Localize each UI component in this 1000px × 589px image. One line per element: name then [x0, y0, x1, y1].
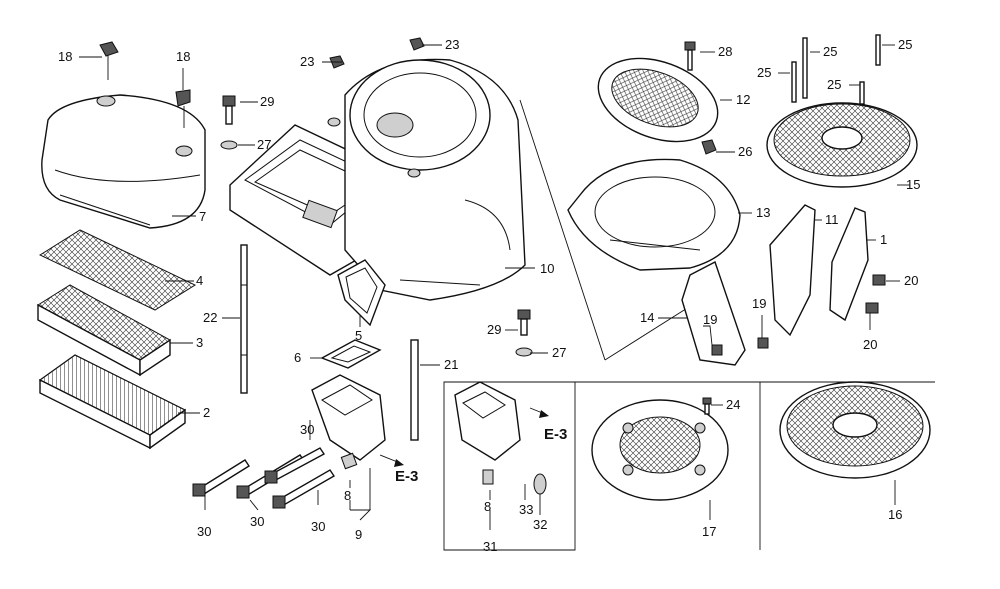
label-part-6: 6	[294, 350, 302, 365]
screw-24	[702, 397, 712, 415]
label-part-5: 5	[355, 328, 363, 343]
bolt-20	[865, 274, 886, 314]
gasket-5	[337, 259, 386, 327]
e3-arrows	[379, 407, 549, 467]
filter-element-2	[38, 354, 187, 450]
label-part-27: 27	[257, 137, 272, 152]
screw-19	[711, 337, 769, 356]
label-part-14: 14	[640, 310, 655, 325]
label-part-30: 30	[197, 524, 212, 539]
label-part-22: 22	[203, 310, 218, 325]
label-e3: E-3	[544, 426, 568, 443]
label-part-3: 3	[196, 335, 204, 350]
cover-11	[769, 204, 816, 337]
label-part-27: 27	[552, 345, 567, 360]
bracket-14	[681, 261, 746, 366]
carburetor-left	[311, 374, 386, 470]
label-part-18: 18	[58, 49, 73, 64]
label-part-29: 29	[487, 322, 502, 337]
label-part-10: 10	[540, 261, 555, 276]
label-part-2: 2	[203, 405, 211, 420]
screw-18	[99, 41, 191, 128]
label-part-33: 33	[519, 502, 534, 517]
nut-26	[701, 139, 717, 155]
screws-25	[791, 34, 881, 105]
bolt-28	[684, 41, 696, 71]
label-e3: E-3	[395, 468, 419, 485]
bolt-29-top	[220, 95, 238, 150]
label-part-13: 13	[756, 205, 771, 220]
label-part-21: 21	[444, 357, 459, 372]
label-part-25: 25	[898, 37, 913, 52]
label-part-30: 30	[300, 422, 315, 437]
stud-21	[410, 339, 419, 441]
section-dividers	[443, 99, 935, 551]
label-part-23: 23	[300, 54, 315, 69]
label-part-19: 19	[752, 296, 767, 311]
cover-1	[829, 207, 869, 322]
label-part-26: 26	[738, 144, 753, 159]
label-part-25: 25	[827, 77, 842, 92]
shroud-13	[567, 158, 741, 271]
plate-17	[591, 399, 729, 501]
label-part-9: 9	[355, 527, 363, 542]
label-part-25: 25	[757, 65, 772, 80]
carburetor-right	[454, 381, 547, 495]
label-part-8: 8	[484, 499, 492, 514]
label-part-1: 1	[880, 232, 888, 247]
grille-16	[779, 381, 931, 479]
filter-element-4	[38, 229, 197, 311]
bolts-30	[192, 447, 335, 509]
label-part-31: 31	[483, 539, 498, 554]
leader-lines	[79, 44, 910, 530]
grille-15	[766, 102, 918, 188]
label-part-30: 30	[311, 519, 326, 534]
label-part-20: 20	[863, 337, 878, 352]
label-part-15: 15	[906, 177, 921, 192]
label-part-12: 12	[736, 92, 751, 107]
label-part-16: 16	[888, 507, 903, 522]
label-part-4: 4	[196, 273, 204, 288]
label-part-19: 19	[703, 312, 718, 327]
filter-element-3	[37, 284, 171, 377]
label-part-24: 24	[726, 397, 741, 412]
bolt-29-mid	[515, 309, 533, 357]
shroud-12	[597, 57, 719, 143]
label-part-23: 23	[445, 37, 460, 52]
label-part-8: 8	[344, 488, 352, 503]
gasket-6	[320, 339, 382, 369]
label-part-25: 25	[823, 44, 838, 59]
label-part-7: 7	[199, 209, 207, 224]
air-cleaner-cover	[41, 94, 206, 229]
stud-22	[240, 244, 248, 394]
label-part-29: 29	[260, 94, 275, 109]
label-part-30: 30	[250, 514, 265, 529]
label-part-20: 20	[904, 273, 919, 288]
label-part-32: 32	[533, 517, 548, 532]
blower-housing	[327, 58, 526, 301]
label-part-28: 28	[718, 44, 733, 59]
label-part-11: 11	[825, 212, 839, 227]
nut-23	[322, 37, 442, 69]
label-part-18: 18	[176, 49, 191, 64]
label-part-17: 17	[702, 524, 717, 539]
